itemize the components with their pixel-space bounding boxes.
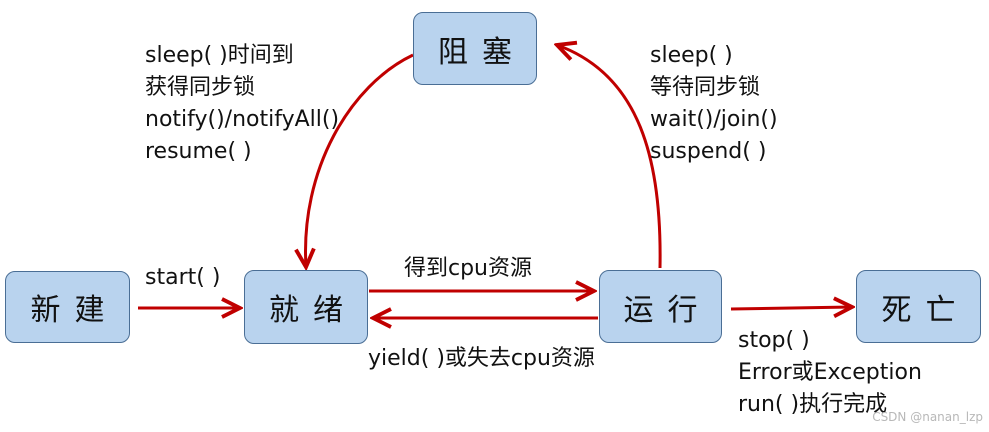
state-runnable: 就绪 (244, 270, 368, 344)
state-running: 运行 (599, 270, 722, 343)
label-running-to-dead: stop( ) Error或Exception run( )执行完成 (738, 325, 922, 421)
transition-label-line: Error或Exception (738, 360, 922, 385)
arrow-running-to-dead (730, 307, 852, 309)
arrow-blocked-to-runnable (306, 53, 414, 267)
transition-label-line: run( )执行完成 (738, 392, 888, 417)
transition-label-line: sleep( ) (650, 43, 733, 68)
arrow-running-to-blocked (557, 45, 662, 269)
watermark: CSDN @nanan_lzp (872, 410, 983, 424)
transition-label-line: resume( ) (145, 139, 252, 164)
transition-label-line: wait()/join() (650, 107, 778, 132)
state-blocked: 阻塞 (413, 12, 537, 85)
label-running-to-runnable: yield( )或失去cpu资源 (368, 343, 595, 375)
label-new-to-runnable: start( ) (145, 262, 220, 294)
transition-label-line: stop( ) (738, 328, 810, 353)
transition-label-line: 得到cpu资源 (404, 256, 533, 281)
transition-label-line: yield( )或失去cpu资源 (368, 346, 595, 371)
transition-label-line: 获得同步锁 (145, 75, 256, 100)
transition-label-line: 等待同步锁 (650, 75, 761, 100)
state-new: 新建 (5, 271, 130, 343)
state-dead: 死亡 (856, 270, 981, 343)
label-running-to-blocked: sleep( ) 等待同步锁 wait()/join() suspend( ) (650, 40, 778, 168)
label-blocked-to-runnable: sleep( )时间到获得同步锁 notify()/notifyAll() resu… (145, 40, 339, 168)
label-runnable-to-running: 得到cpu资源 (404, 253, 532, 285)
transition-label-line: notify()/notifyAll() (145, 107, 340, 132)
transition-label-line: suspend( ) (650, 139, 767, 164)
transition-label-line: start( ) (145, 265, 221, 290)
transition-label-line: sleep( )时间到 (145, 43, 294, 68)
